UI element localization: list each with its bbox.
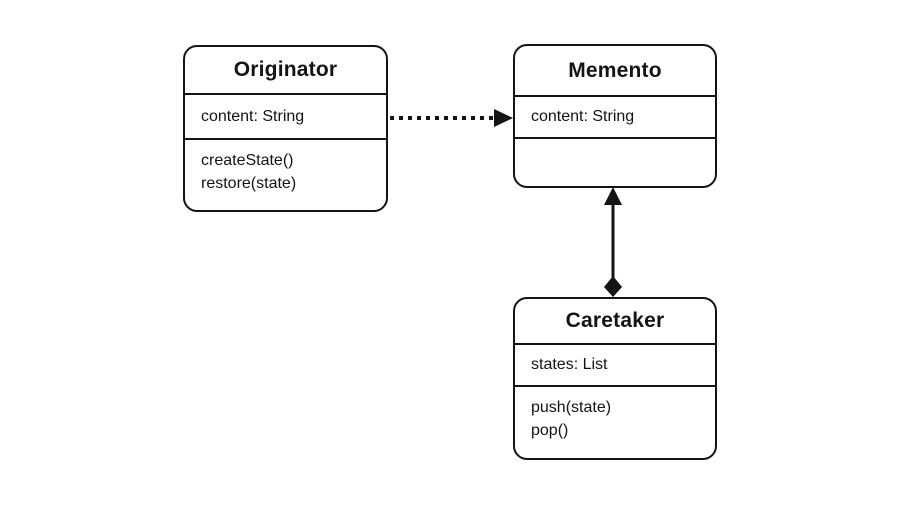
arrowhead-up-icon	[604, 187, 622, 205]
class-method: createState()	[201, 152, 294, 169]
class-method: pop()	[531, 422, 569, 439]
class-title: Memento	[515, 46, 715, 97]
class-methods-section-empty	[515, 139, 715, 186]
class-title: Originator	[185, 47, 386, 95]
class-attributes-section: states: List	[515, 345, 715, 387]
class-title: Caretaker	[515, 299, 715, 345]
class-methods-section: createState() restore(state)	[185, 140, 386, 210]
class-attributes-section: content: String	[515, 97, 715, 139]
class-method: push(state)	[531, 399, 612, 416]
composition-arrow	[604, 187, 622, 297]
class-attributes-section: content: String	[185, 95, 386, 140]
arrowhead-right-icon	[494, 109, 513, 127]
diamond-icon	[604, 276, 622, 297]
class-box-originator[interactable]: Originator content: String createState()…	[183, 45, 388, 212]
class-attribute: states: List	[531, 356, 608, 373]
class-box-caretaker[interactable]: Caretaker states: List push(state) pop()	[513, 297, 717, 460]
dotted-dependency-arrow	[390, 109, 513, 127]
class-attribute: content: String	[201, 107, 305, 125]
class-box-memento[interactable]: Memento content: String	[513, 44, 717, 188]
class-attribute: content: String	[531, 108, 635, 125]
class-method: restore(state)	[201, 175, 297, 192]
class-methods-section: push(state) pop()	[515, 387, 715, 458]
